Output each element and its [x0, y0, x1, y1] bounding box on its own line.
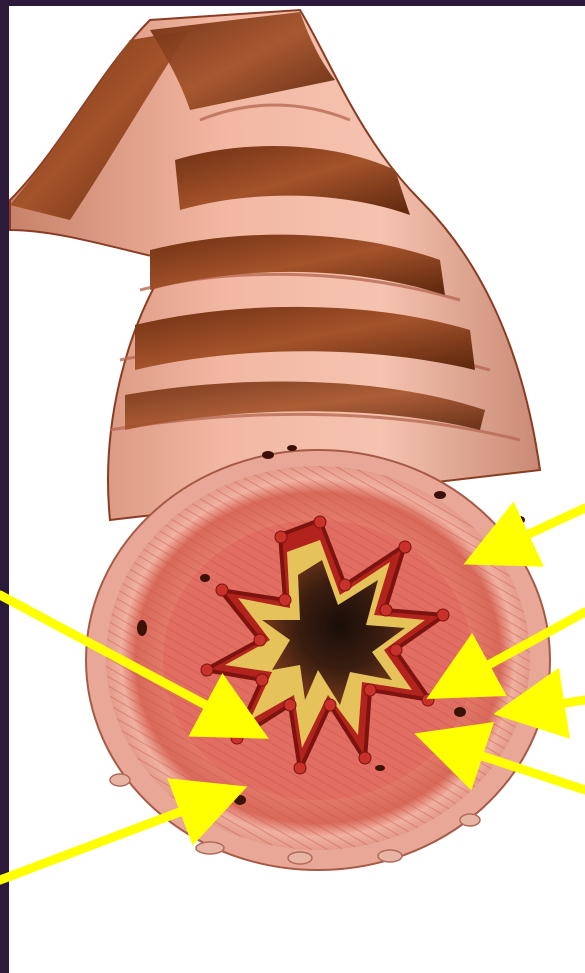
- bronchus-tube: [10, 10, 540, 520]
- cross-section: [86, 445, 550, 870]
- arrow-6: [0, 796, 222, 880]
- arrow-1: [488, 508, 585, 553]
